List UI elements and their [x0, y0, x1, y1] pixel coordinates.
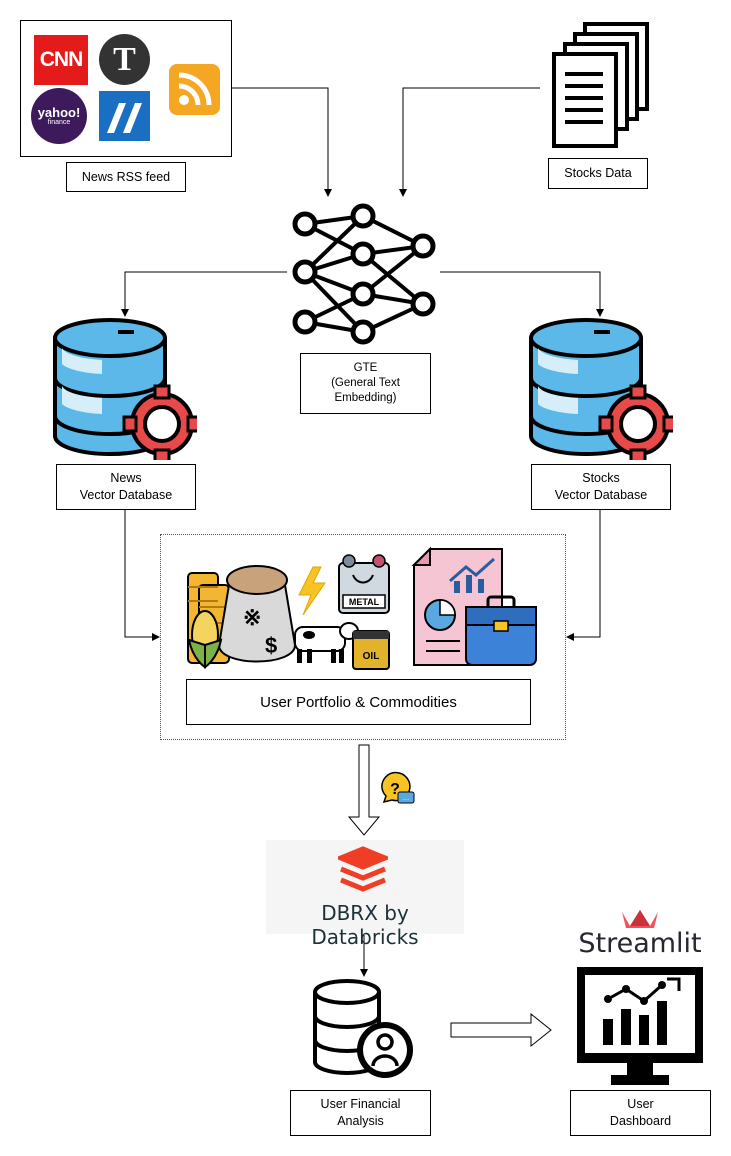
sack-hash-mark: ※ — [243, 605, 261, 630]
analysis-label-line2: Analysis — [337, 1114, 384, 1128]
stocks-data-label: Stocks Data — [564, 166, 632, 180]
neural-network-icon — [292, 203, 436, 345]
grain-sack-icon: ※ $ — [217, 565, 297, 663]
cnn-logo-text: CNN — [39, 48, 83, 71]
streamlit-crown-icon — [622, 910, 658, 928]
sack-dollar-mark: $ — [265, 633, 277, 658]
briefcase-icon — [465, 595, 537, 666]
arrow-gte-to-stocksdb — [440, 271, 604, 317]
news-vector-db-label-box: News Vector Database — [56, 464, 196, 510]
yahoo-finance-logo: yahoo! finance — [31, 88, 87, 144]
analysis-label-line1: User Financial — [320, 1097, 401, 1111]
cnn-logo: CNN — [34, 35, 88, 85]
dbrx-label: DBRX by Databricks — [311, 901, 419, 949]
oil-barrel-icon: OIL — [352, 630, 390, 670]
metal-cart-icon: METAL — [338, 554, 390, 614]
svg-text:…: … — [403, 795, 410, 802]
user-financial-analysis-label-box: User Financial Analysis — [290, 1090, 431, 1136]
commodities-illustration: ※ $ METAL OIL — [187, 554, 390, 670]
stocks-database-icon — [529, 318, 673, 460]
portfolio-report-icon — [411, 546, 537, 666]
nyt-logo: T — [99, 34, 150, 85]
documents-icon — [552, 22, 649, 148]
arrow-stocks-to-gte — [399, 87, 540, 197]
question-chat-icon: ? … — [381, 771, 415, 804]
monitor-chart-icon — [577, 967, 703, 1085]
metal-tag-text: METAL — [349, 597, 380, 607]
gte-label-line3: Embedding) — [334, 392, 397, 404]
portfolio-label-box: User Portfolio & Commodities — [186, 679, 531, 725]
arrow-news-to-gte — [232, 87, 332, 197]
stocks-vector-db-label-box: Stocks Vector Database — [531, 464, 671, 510]
oil-tag-text: OIL — [363, 651, 380, 662]
corn-icon — [187, 610, 223, 669]
yahoo-logo-subtext: finance — [47, 118, 71, 126]
arrow-newsdb-to-portfolio — [124, 510, 160, 641]
databricks-logo-icon — [338, 846, 388, 892]
news-db-label-line2: Vector Database — [79, 488, 173, 502]
nyt-logo-text: T — [113, 40, 136, 78]
portfolio-label: User Portfolio & Commodities — [260, 693, 457, 711]
svg-text:?: ? — [390, 781, 400, 798]
gte-label-line2: (General Text — [331, 377, 400, 389]
news-rss-label: News RSS feed — [81, 169, 171, 184]
dashboard-label-line2: Dashboard — [609, 1114, 672, 1128]
yahoo-logo-text: yahoo! — [37, 104, 81, 120]
user-database-icon — [313, 979, 413, 1078]
stocks-db-label-line1: Stocks — [582, 471, 620, 485]
stocks-db-label-line2: Vector Database — [554, 488, 648, 502]
lightning-icon — [298, 566, 326, 616]
arrow-stocksdb-to-portfolio — [566, 510, 601, 641]
rss-icon — [169, 64, 220, 115]
cow-icon — [294, 622, 359, 663]
hollow-arrow-portfolio-to-dbrx — [347, 744, 381, 836]
stocks-data-label-box: Stocks Data — [548, 158, 648, 189]
news-rss-label-box: News RSS feed — [66, 162, 186, 192]
gte-label-box: GTE (General Text Embedding) — [300, 353, 431, 414]
user-dashboard-label-box: User Dashboard — [570, 1090, 711, 1136]
streamlit-brand-text: Streamlit — [578, 928, 702, 959]
hollow-arrow-analysis-to-dashboard — [450, 1012, 552, 1048]
news-db-label-line1: News — [110, 471, 142, 485]
dashboard-label-line1: User — [627, 1097, 654, 1111]
news-database-icon — [53, 318, 197, 460]
arrow-gte-to-newsdb — [121, 271, 287, 317]
portfolio-commodities-container — [160, 534, 566, 740]
nasdaq-logo — [99, 91, 150, 141]
gte-label-line1: GTE — [353, 362, 378, 374]
